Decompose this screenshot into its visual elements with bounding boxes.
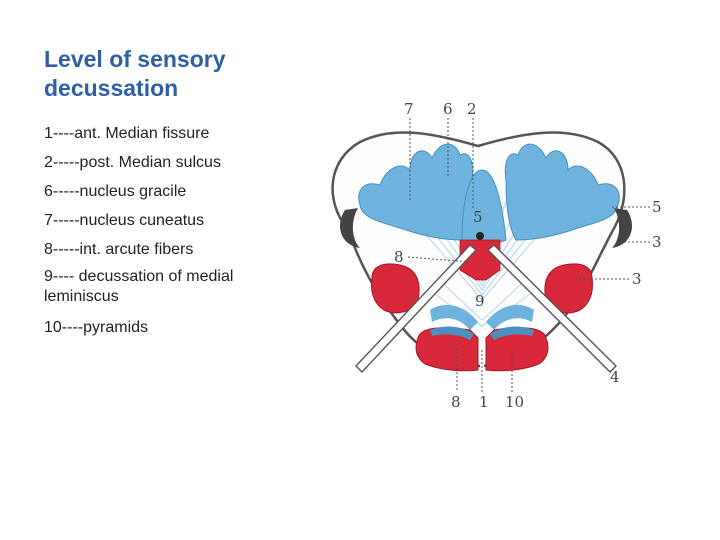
central-canal — [476, 232, 484, 240]
label-center-9: 9 — [475, 292, 485, 310]
pyramid-blue-cap-left — [430, 326, 474, 340]
left-crescent — [340, 208, 360, 248]
legend-item-2: 2-----post. Median sulcus — [44, 154, 221, 171]
label-bottom-8: 8 — [451, 393, 461, 411]
left-dorsal-nucleus — [358, 143, 474, 241]
legend-item-6: 6-----nucleus gracile — [44, 183, 187, 200]
legend-item-8: 8-----int. arcute fibers — [44, 241, 194, 258]
right-crescent — [612, 208, 632, 248]
legend-item-1: 1----ant. Median fissure — [44, 125, 210, 142]
label-right-3-lower: 3 — [632, 270, 642, 288]
label-top-6: 6 — [443, 100, 453, 118]
page-title: Level of sensory decussation — [44, 45, 304, 103]
legend-item-10: 10----pyramids — [44, 319, 149, 336]
left-lateral-red-nucleus — [371, 263, 420, 314]
right-dorsal-nucleus — [504, 143, 620, 241]
legend-item-9: 9---- decussation of medial leminiscus — [44, 268, 234, 305]
label-right-4: 4 — [610, 368, 620, 386]
label-bottom-1: 1 — [479, 393, 489, 411]
legend-list: 1----ant. Median fissure 2-----post. Med… — [44, 119, 274, 342]
label-right-3-upper: 3 — [652, 233, 662, 251]
label-top-2: 2 — [467, 100, 477, 118]
medulla-cross-section-diagram: 7 6 2 5 3 3 4 8 5 9 8 1 10 — [331, 100, 662, 411]
label-center-5: 5 — [473, 208, 483, 226]
left-decussation-band — [430, 304, 478, 330]
title-line-2: decussation — [44, 75, 179, 101]
title-line-1: Level of sensory — [44, 46, 226, 72]
right-decussation-band — [486, 304, 534, 330]
label-left-8: 8 — [394, 248, 404, 266]
pyramid-blue-cap-right — [490, 326, 534, 340]
crossing-bars — [355, 244, 617, 374]
leader-lines — [407, 118, 650, 392]
label-right-5: 5 — [652, 198, 662, 216]
legend-item-7: 7-----nucleus cuneatus — [44, 212, 205, 229]
label-bottom-10: 10 — [505, 393, 524, 411]
label-top-7: 7 — [404, 100, 414, 118]
